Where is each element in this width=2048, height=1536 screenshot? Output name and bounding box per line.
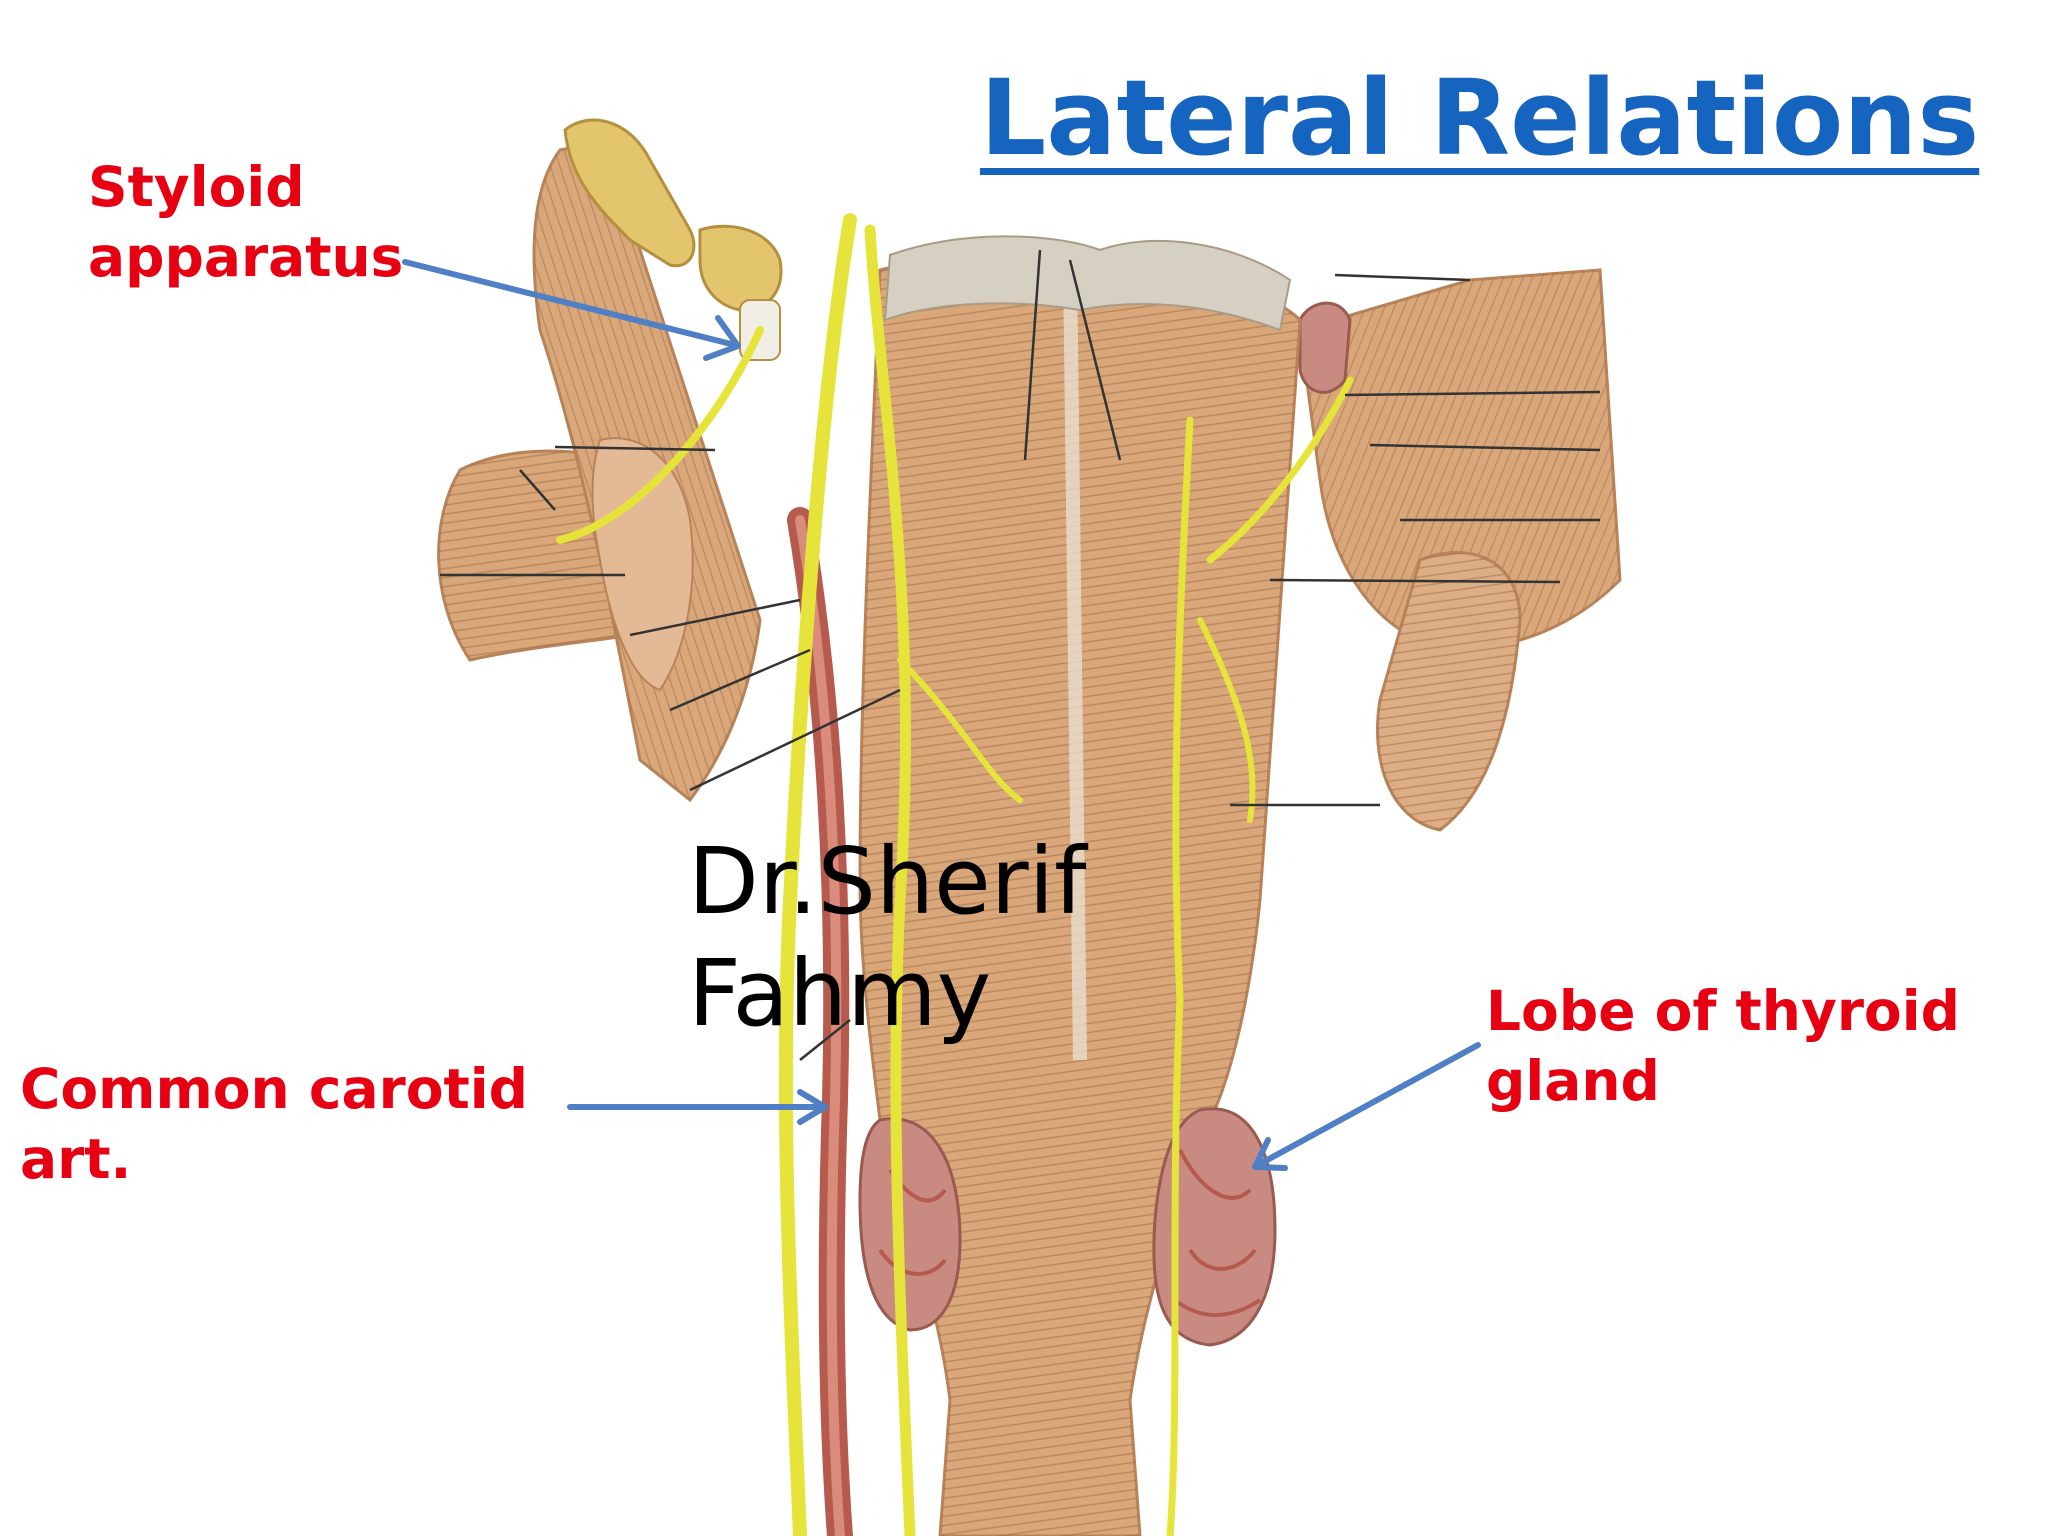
label-thyroid-line1: Lobe of thyroid (1486, 979, 1960, 1043)
label-thyroid-line2: gland (1486, 1049, 1660, 1113)
watermark-line2: Fahmy (688, 940, 992, 1047)
right-lateral-muscles (1298, 268, 1622, 832)
author-watermark: Dr.Sherif Fahmy (688, 826, 1087, 1050)
styloid-process (563, 118, 783, 361)
label-styloid-line1: Styloid (88, 155, 305, 219)
label-thyroid-lobe: Lobe of thyroid gland (1486, 976, 1960, 1116)
thyroid-lobes (858, 1107, 1277, 1347)
pointer-arrows (402, 259, 1481, 1171)
thyroid-arrow (1255, 1042, 1481, 1168)
leader-lines (440, 249, 1601, 1061)
pharyngeal-constrictors (858, 235, 1302, 1536)
nerves (556, 213, 1354, 1536)
label-carotid-line2: art. (20, 1127, 132, 1191)
slide-title: Lateral Relations (980, 57, 1980, 179)
label-styloid-apparatus: Styloid apparatus (88, 152, 403, 292)
label-carotid-line1: Common carotid (20, 1057, 528, 1121)
label-common-carotid: Common carotid art. (20, 1054, 528, 1194)
watermark-line1: Dr.Sherif (688, 828, 1087, 935)
common-carotid-artery (787, 507, 853, 1536)
styloid-arrow (402, 259, 738, 348)
label-styloid-line2: apparatus (88, 225, 404, 289)
